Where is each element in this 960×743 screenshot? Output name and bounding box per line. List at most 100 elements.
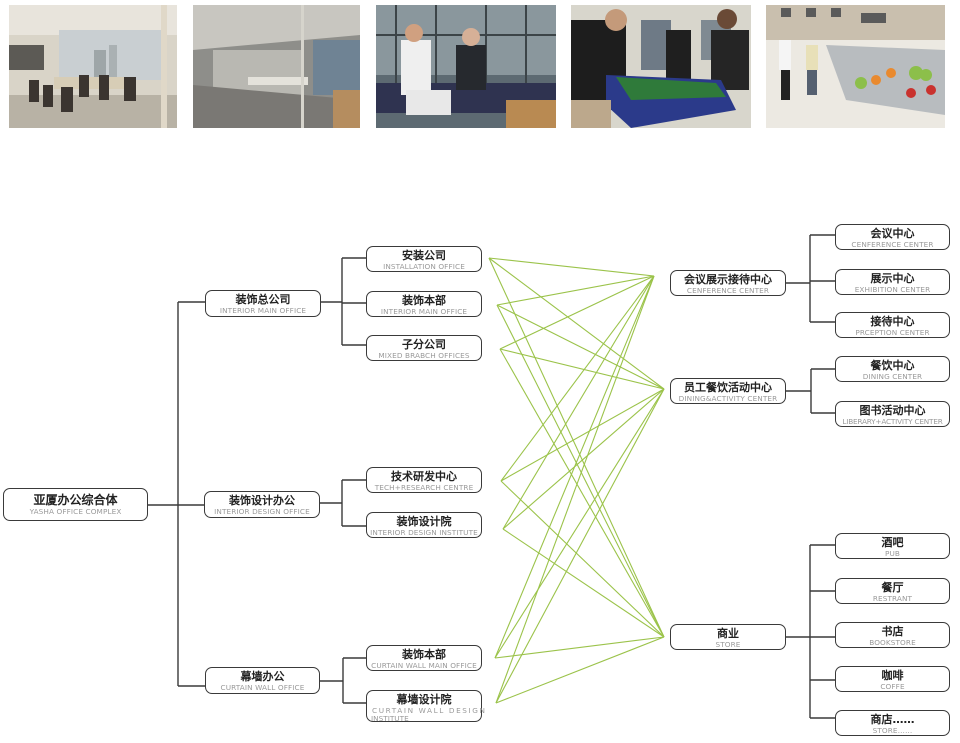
- root-node[interactable]: 亚厦办公综合体 YASHA OFFICE COMPLEX: [3, 488, 148, 521]
- division-node-interior-main[interactable]: 装饰总公司 INTERIOR MAIN OFFICE: [205, 290, 321, 317]
- connector-line-unit2-hub2: [499, 348, 665, 638]
- node-subtitle: RESTRANT: [872, 594, 913, 603]
- node-title: 子分公司: [402, 338, 446, 351]
- lounge-discussion-photo: [376, 5, 556, 128]
- node-title: 商店……: [870, 713, 915, 726]
- foosball-game-photo: [571, 5, 751, 128]
- node-subtitle: BOOKSTORE: [869, 638, 916, 647]
- node-title: 员工餐饮活动中心: [684, 381, 772, 394]
- node-subtitle: INTERIOR MAIN OFFICE: [219, 306, 307, 315]
- division-node-curtain-wall[interactable]: 幕墙办公 CURTAIN WALL OFFICE: [205, 667, 320, 694]
- facility-child-store[interactable]: 商店…… STORE……: [835, 710, 950, 736]
- facility-child-dining-center[interactable]: 餐饮中心 DINING CENTER: [835, 356, 950, 382]
- facility-child-library-activity[interactable]: 图书活动中心 LIBERARY+ACTIVITY CENTER: [835, 401, 950, 427]
- office-corridor-photo: [193, 5, 360, 128]
- connector-line-unit2-hub1: [499, 348, 665, 390]
- node-title: 展示中心: [870, 272, 915, 285]
- connector-line-unit6-hub0: [495, 275, 655, 704]
- connector-line-unit3-hub2: [500, 480, 665, 638]
- node-subtitle: COFFE: [880, 682, 905, 691]
- node-subtitle: EXHIBITION CENTER: [854, 285, 931, 294]
- unit-node-curtain-design[interactable]: 幕墙设计院 CURTAIN WALL DESIGN INSTITUTE: [366, 690, 487, 724]
- node-title: 亚厦办公综合体: [33, 493, 118, 507]
- node-subtitle: PRCEPTION CENTER: [855, 328, 930, 337]
- connector-line-unit0-hub2: [488, 257, 665, 638]
- node-title: 咖啡: [881, 669, 904, 682]
- node-subtitle: YASHA OFFICE COMPLEX: [29, 507, 122, 516]
- node-title: 商业: [717, 627, 739, 640]
- node-title: 安装公司: [402, 249, 446, 262]
- node-subtitle: INSTALLATION OFFICE: [383, 262, 465, 271]
- facility-child-conference-center[interactable]: 会议中心 CENFERENCE CENTER: [835, 224, 950, 250]
- facility-child-exhibition-center[interactable]: 展示中心 EXHIBITION CENTER: [835, 269, 950, 295]
- node-title: 技术研发中心: [391, 470, 457, 483]
- facility-node-store[interactable]: 商业 STORE: [670, 624, 786, 650]
- node-subtitle: STORE……: [872, 726, 913, 735]
- node-title: 餐厅: [881, 581, 904, 594]
- node-subtitle: CENFERENCE CENTER: [686, 286, 770, 295]
- node-subtitle: DINING CENTER: [862, 372, 923, 381]
- node-title: 接待中心: [870, 315, 915, 328]
- node-subtitle: CURTAIN WALL MAIN OFFICE: [371, 661, 477, 670]
- connector-lines: [488, 257, 665, 704]
- unit-node-branch-offices[interactable]: 子分公司 MIXED BRABCH OFFICES: [366, 335, 482, 361]
- connector-line-unit4-hub2: [502, 528, 665, 638]
- node-title: 装饰总公司: [235, 293, 291, 306]
- node-subtitle: PUB: [884, 549, 901, 558]
- connector-line-unit5-hub2: [494, 636, 665, 659]
- node-title: 幕墙办公: [240, 670, 285, 683]
- connector-line-unit3-hub1: [500, 388, 665, 482]
- connector-line-unit0-hub1: [488, 257, 665, 390]
- node-subtitle-line2: INSTITUTE: [371, 714, 409, 724]
- connector-line-unit6-hub1: [495, 388, 665, 704]
- node-subtitle: MIXED BRABCH OFFICES: [378, 351, 470, 360]
- node-title: 酒吧: [881, 536, 904, 549]
- node-subtitle: INTERIOR MAIN OFFICE: [380, 307, 468, 316]
- node-title: 幕墙设计院: [396, 693, 452, 706]
- connector-line-unit4-hub0: [502, 275, 655, 530]
- connector-line-unit0-hub0: [488, 257, 655, 277]
- unit-node-interior-main[interactable]: 装饰本部 INTERIOR MAIN OFFICE: [366, 291, 482, 317]
- tree-lines: [148, 234, 835, 719]
- facility-child-reception-center[interactable]: 接待中心 PRCEPTION CENTER: [835, 312, 950, 338]
- node-subtitle: CURTAIN WALL OFFICE: [220, 683, 305, 692]
- node-title: 餐饮中心: [870, 359, 915, 372]
- node-title: 书店: [881, 625, 904, 638]
- connector-line-unit1-hub0: [496, 275, 655, 306]
- connector-line-unit4-hub1: [502, 388, 665, 530]
- facility-child-coffee[interactable]: 咖啡 COFFE: [835, 666, 950, 692]
- node-subtitle: INTERIOR DESIGN INSTITUTE: [370, 528, 478, 537]
- unit-node-installation[interactable]: 安装公司 INSTALLATION OFFICE: [366, 246, 482, 272]
- node-title: 会议中心: [870, 227, 915, 240]
- connector-line-unit5-hub1: [494, 388, 665, 659]
- node-title: 装饰设计院: [396, 515, 452, 528]
- connector-line-unit5-hub0: [494, 275, 655, 659]
- node-subtitle: INTERIOR DESIGN OFFICE: [214, 507, 310, 516]
- node-subtitle: TECH+RESEARCH CENTRE: [374, 483, 474, 492]
- node-title: 装饰设计办公: [229, 494, 295, 507]
- node-subtitle: DINING&ACTIVITY CENTER: [678, 394, 778, 403]
- cafeteria-photo: [766, 5, 945, 128]
- node-subtitle: CURTAIN WALL DESIGN: [372, 706, 487, 715]
- facility-node-dining-activity[interactable]: 员工餐饮活动中心 DINING&ACTIVITY CENTER: [670, 378, 786, 404]
- facility-child-pub[interactable]: 酒吧 PUB: [835, 533, 950, 559]
- unit-node-curtain-main[interactable]: 装饰本部 CURTAIN WALL MAIN OFFICE: [366, 645, 482, 671]
- conference-room-photo: [9, 5, 177, 128]
- node-title: 装饰本部: [402, 294, 446, 307]
- connector-line-unit1-hub1: [496, 304, 665, 390]
- connector-line-unit2-hub0: [499, 275, 655, 350]
- node-subtitle: CENFERENCE CENTER: [851, 240, 934, 249]
- connector-line-unit3-hub0: [500, 275, 655, 482]
- facility-child-restaurant[interactable]: 餐厅 RESTRANT: [835, 578, 950, 604]
- connector-line-unit1-hub2: [496, 304, 665, 638]
- facility-child-bookstore[interactable]: 书店 BOOKSTORE: [835, 622, 950, 648]
- unit-node-design-institute[interactable]: 装饰设计院 INTERIOR DESIGN INSTITUTE: [366, 512, 482, 538]
- connector-line-unit6-hub2: [495, 636, 665, 704]
- node-subtitle: STORE: [715, 640, 741, 649]
- unit-node-tech-research[interactable]: 技术研发中心 TECH+RESEARCH CENTRE: [366, 467, 482, 493]
- division-node-interior-design[interactable]: 装饰设计办公 INTERIOR DESIGN OFFICE: [204, 491, 320, 518]
- node-subtitle: LIBERARY+ACTIVITY CENTER: [842, 417, 943, 426]
- node-title: 图书活动中心: [859, 404, 926, 417]
- facility-node-conference[interactable]: 会议展示接待中心 CENFERENCE CENTER: [670, 270, 786, 296]
